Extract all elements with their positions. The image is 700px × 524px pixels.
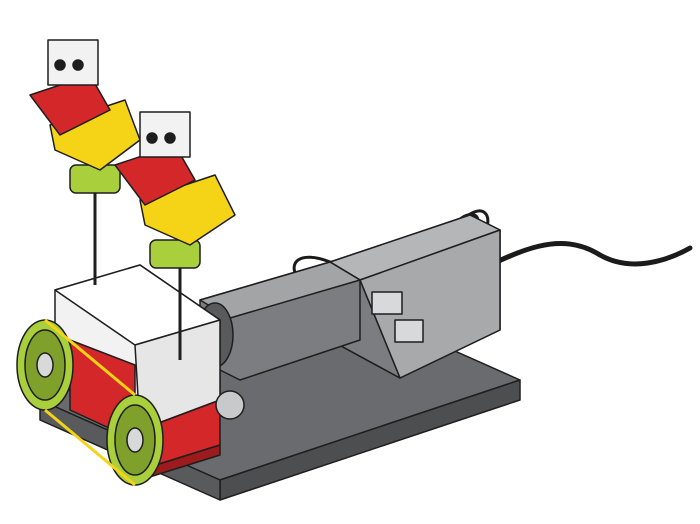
wheel-pulley-icon [16, 318, 164, 487]
bird-icon [114, 111, 236, 269]
hub-icon [329, 214, 501, 379]
bird-icon [29, 39, 141, 194]
axles [93, 190, 182, 360]
